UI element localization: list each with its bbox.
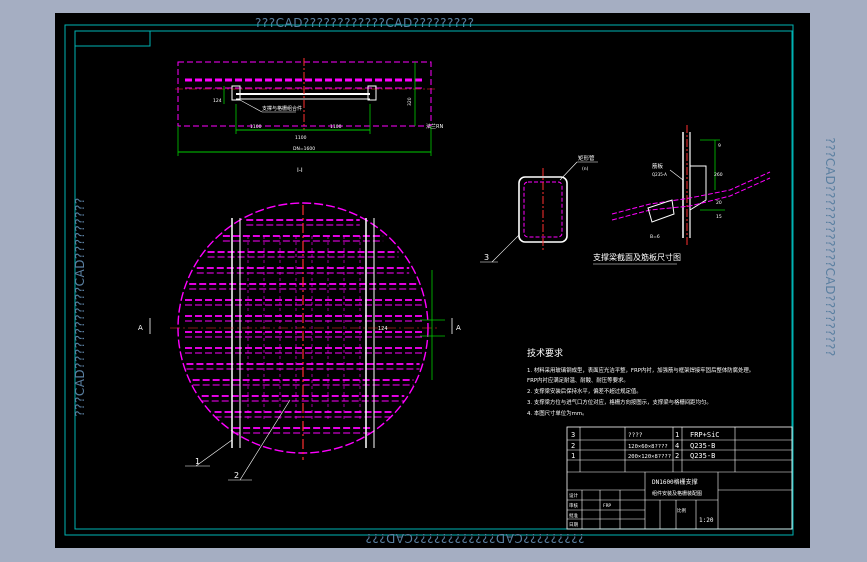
watermark-left: ???CAD????????????CAD????????? (72, 197, 87, 417)
cell-no: 2 (571, 442, 575, 450)
section-mark-left: A (138, 324, 143, 332)
tech-line: 4. 本图尺寸单位为mm。 (527, 409, 587, 417)
cell-material: Q235-B (690, 452, 715, 460)
dim-inner-text: 1100 (295, 135, 307, 141)
item3-leader (491, 234, 520, 263)
title-line2: 组件安装及格栅装配图 (652, 490, 702, 497)
section-mark: I-I (297, 167, 303, 174)
cell-no: 3 (571, 431, 575, 439)
cell-name: ???? (628, 432, 643, 439)
cell-name: 120×60×8???? (628, 444, 668, 450)
bracket-plate (647, 199, 675, 223)
dim-overall-text: DN=1600 (293, 146, 315, 152)
parts-table: 3 ???? 1 FRP+SiC 2 120×60×8???? 4 Q235-B… (566, 426, 793, 530)
dim-b: B=6 (650, 234, 660, 240)
leader-2 (239, 399, 291, 481)
dim-9: 9 (718, 143, 721, 149)
cell-name: 200×120×8???? (628, 454, 671, 460)
bracket-gusset (689, 165, 707, 211)
dim-20: 20 (716, 200, 722, 206)
tech-line: 3. 支撑梁方位与进气口方位对应，格栅方向按图示，支撑梁与格栅间距均匀。 (527, 398, 712, 406)
item-2: 2 (234, 471, 239, 480)
dim-260: 260 (714, 172, 723, 178)
plan-dim-124: 124 (378, 326, 388, 332)
section-mark-right: A (456, 324, 461, 332)
beam-end-block (231, 85, 241, 101)
dim-15: 15 (716, 214, 722, 220)
title-cell: 日期 (569, 522, 578, 528)
drawing-viewport[interactable] (55, 13, 810, 548)
bracket-sub: Q235-A (652, 172, 667, 177)
title-cell: 比例 (677, 507, 686, 514)
watermark-right: ???CAD????????????CAD????????? (822, 137, 837, 357)
corner-box (74, 30, 151, 47)
cell-material: Q235-B (690, 442, 715, 450)
dim-right-text: 1100 (330, 124, 342, 130)
cell-qty: 2 (675, 452, 679, 460)
beam-end-block (367, 85, 377, 101)
section-view: 支撑与格栅组合件 1100 1100 1100 DN=1600 124 320 … (175, 58, 443, 174)
title-cell: 设计 (569, 492, 578, 499)
outer-frame (64, 24, 794, 536)
tube-sub: (n) (582, 166, 589, 172)
tech-line: 1. 材料采用玻璃钢成型，表面应光洁平整，FRP内衬，加强筋与框架焊接牢固后整体… (527, 366, 754, 374)
dim-height-text: 320 (407, 97, 413, 106)
watermark-bottom: ?????????CAD????????????CAD??? (365, 531, 585, 545)
dim-left-text: 1100 (250, 124, 262, 130)
leader-line (239, 99, 263, 113)
cell-qty: 4 (675, 442, 679, 450)
note-ring: 法兰RN (426, 123, 443, 130)
title-scale: 1:20 (699, 517, 714, 524)
title-cell: 批准 (569, 512, 578, 519)
tube-label: 矩形管 (578, 154, 595, 162)
plan-view: 124 A A 1 2 (138, 202, 461, 481)
bracket-label: 筋板 (652, 162, 664, 170)
inner-frame (74, 30, 793, 530)
title-line1: DN1600格栅支撑 (652, 478, 698, 486)
cell-material: FRP+SiC (690, 431, 720, 439)
cell-qty: 1 (675, 431, 679, 439)
title-cell: FRP (603, 503, 611, 509)
wall-line (611, 171, 771, 215)
detail-caption: 支撑梁截面及筋板尺寸图 (593, 252, 681, 262)
item-1: 1 (195, 457, 200, 466)
tech-requirements: 技术要求 1. 材料采用玻璃钢成型，表面应光洁平整，FRP内衬，加强筋与框架焊接… (527, 347, 754, 417)
cell-no: 1 (571, 452, 575, 460)
wall-line (611, 177, 771, 221)
watermark-top: ???CAD????????????CAD????????? (255, 16, 475, 30)
tech-title: 技术要求 (527, 347, 563, 359)
leader-1 (195, 439, 233, 467)
tech-line: FRP内衬应满足耐温、耐酸、耐压等要求。 (527, 376, 629, 384)
detail-views: 矩形管 (n) 3 9 260 20 15 筋板 Q235-A B=6 支撑梁截… (480, 125, 771, 265)
title-cell: 审核 (569, 502, 578, 509)
bracket-leader (669, 169, 684, 181)
tube-leader (559, 161, 578, 181)
note-support: 支撑与格栅组合件 (262, 105, 302, 112)
dim-small-text: 124 (213, 98, 222, 104)
table-border (566, 426, 793, 530)
grid-bars (185, 219, 425, 434)
tech-line: 2. 支撑梁安装后保持水平，偏差不超过规定值。 (527, 387, 642, 395)
item-3: 3 (484, 253, 489, 262)
